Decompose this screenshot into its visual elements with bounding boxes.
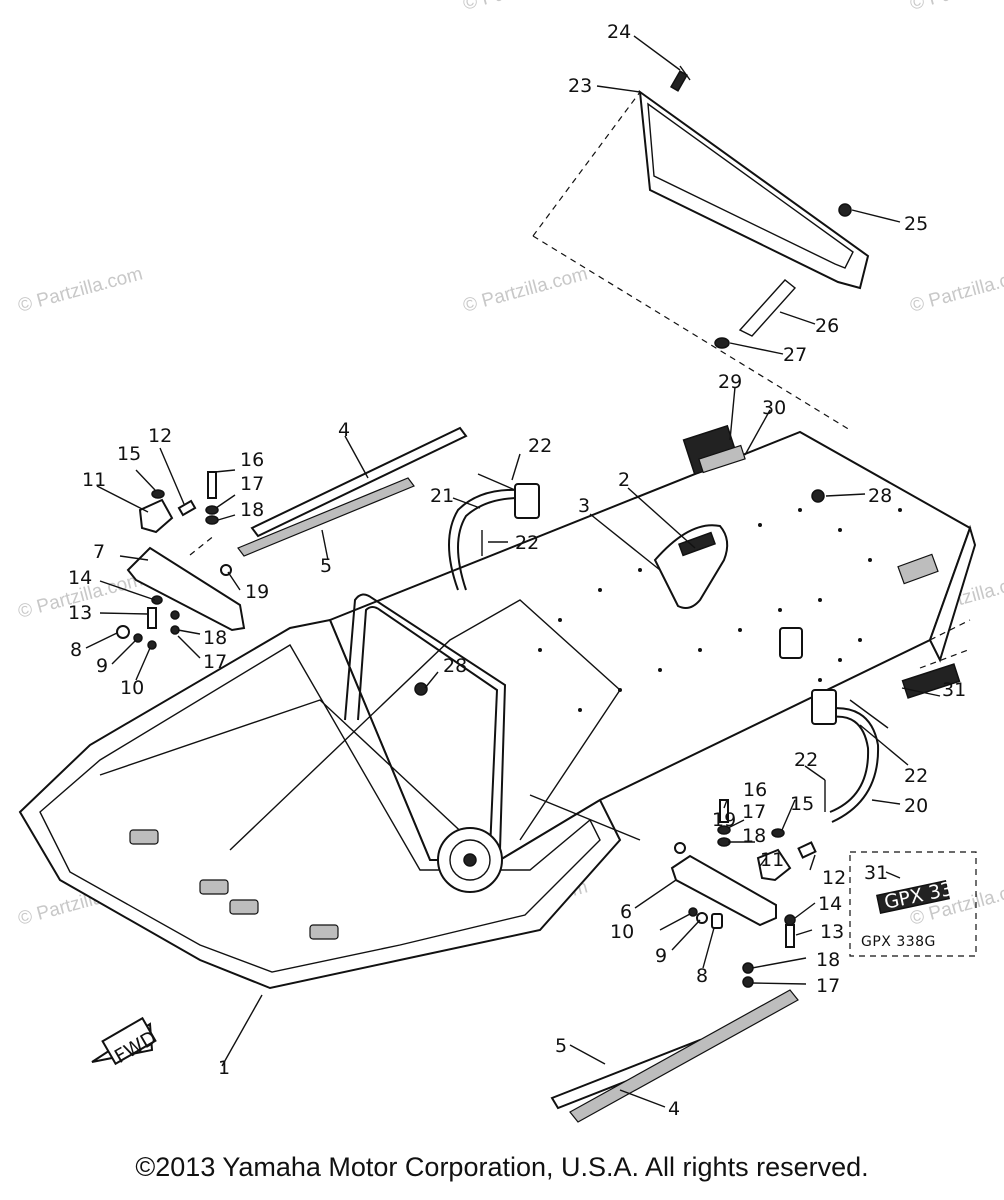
runner-strips-bottom xyxy=(550,989,799,1123)
callout-labels: 24 23 25 26 27 29 30 28 2 3 22 21 22 4 5… xyxy=(68,21,966,1120)
callout-22-a: 22 xyxy=(528,435,552,457)
callout-28-left: 28 xyxy=(443,655,467,677)
callout-18-right-b: 18 xyxy=(816,949,840,971)
callout-4-top: 4 xyxy=(338,419,350,441)
callout-18-left-b: 18 xyxy=(203,627,227,649)
inset-callout-31: 31 xyxy=(864,862,888,884)
callout-28-right: 28 xyxy=(868,485,892,507)
leader-lines xyxy=(85,35,941,1108)
callout-17-left: 17 xyxy=(240,473,264,495)
callout-13-left: 13 xyxy=(68,602,92,624)
callout-22-c: 22 xyxy=(794,749,818,771)
callout-14-left: 14 xyxy=(68,567,92,589)
tank-cover-panel xyxy=(532,65,870,431)
callout-2: 2 xyxy=(618,469,630,491)
inset-title: GPX 338G xyxy=(861,934,936,950)
callout-22-b: 22 xyxy=(515,532,539,554)
callout-19-left: 19 xyxy=(245,581,269,603)
callout-27: 27 xyxy=(783,344,807,366)
runner-strips-top xyxy=(237,426,468,557)
callout-8-right: 8 xyxy=(696,965,708,987)
seat-bracket xyxy=(653,424,746,609)
callout-12-right: 12 xyxy=(822,867,846,889)
callout-13-right: 13 xyxy=(820,921,844,943)
callout-24: 24 xyxy=(607,21,631,43)
callout-17-right-b: 17 xyxy=(816,975,840,997)
callout-30: 30 xyxy=(762,397,786,419)
callout-7: 7 xyxy=(93,541,105,563)
watermark-text: © Partzilla.com xyxy=(461,0,590,15)
callout-31: 31 xyxy=(942,679,966,701)
callout-11-left: 11 xyxy=(82,469,106,491)
callout-10-right: 10 xyxy=(610,921,634,943)
right-bracket-assembly xyxy=(670,799,817,988)
callout-25: 25 xyxy=(904,213,928,235)
callout-20: 20 xyxy=(904,795,928,817)
frame-chassis xyxy=(18,430,977,990)
callout-9-right: 9 xyxy=(655,945,667,967)
callout-18-left: 18 xyxy=(240,499,264,521)
watermark-text: © Partzilla.com xyxy=(16,263,145,316)
callout-19-right: 19 xyxy=(712,809,736,831)
watermark-text: © Partzilla.com xyxy=(461,263,590,316)
fwd-badge: FWD xyxy=(91,1016,160,1068)
copyright-notice: ©2013 Yamaha Motor Corporation, U.S.A. A… xyxy=(135,1152,869,1182)
callout-16-left: 16 xyxy=(240,449,264,471)
callout-4-bottom: 4 xyxy=(668,1098,680,1120)
callout-10-left: 10 xyxy=(120,677,144,699)
callout-8-left: 8 xyxy=(70,639,82,661)
callout-5-top: 5 xyxy=(320,555,332,577)
left-bracket-assembly xyxy=(116,471,246,650)
callout-17-left-b: 17 xyxy=(203,651,227,673)
callout-17-right: 17 xyxy=(742,801,766,823)
callout-15-right: 15 xyxy=(790,793,814,815)
callout-12-left: 12 xyxy=(148,425,172,447)
callout-16-right: 16 xyxy=(743,779,767,801)
callout-11-right: 11 xyxy=(760,849,784,871)
callout-9-left: 9 xyxy=(96,655,108,677)
callout-1: 1 xyxy=(218,1057,230,1079)
callout-3: 3 xyxy=(578,495,590,517)
watermark-text: © Partzilla.com xyxy=(908,263,1004,316)
callout-14-right: 14 xyxy=(818,893,842,915)
callout-23: 23 xyxy=(568,75,592,97)
watermark-text: © Partzilla.com xyxy=(908,0,1004,15)
callout-18-right: 18 xyxy=(742,825,766,847)
callout-6: 6 xyxy=(620,901,632,923)
callout-29: 29 xyxy=(718,371,742,393)
callout-5-bottom: 5 xyxy=(555,1035,567,1057)
callout-26: 26 xyxy=(815,315,839,337)
callout-21: 21 xyxy=(430,485,454,507)
callout-15-left: 15 xyxy=(117,443,141,465)
handle-bars xyxy=(448,473,889,823)
callout-22-d: 22 xyxy=(904,765,928,787)
